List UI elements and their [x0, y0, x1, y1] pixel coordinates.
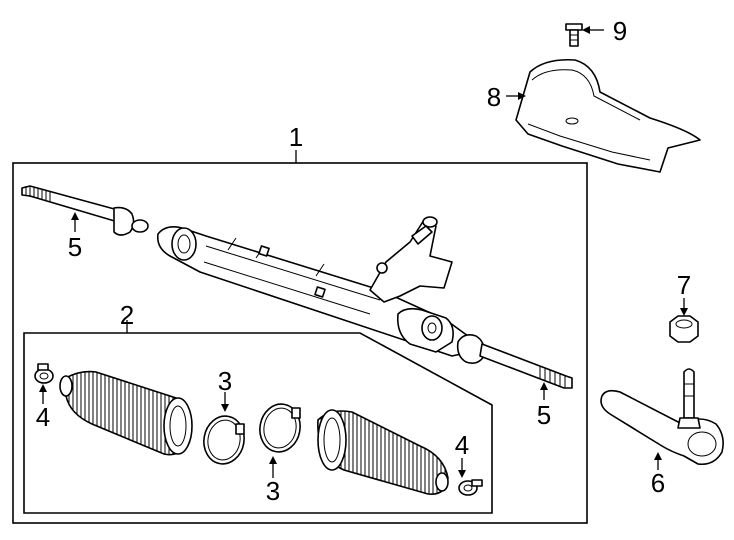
right-boot-clamp: [259, 403, 301, 453]
callout-1: 1: [289, 122, 303, 152]
bolt: [565, 23, 583, 47]
callout-3-upper: 3: [218, 366, 232, 396]
callout-4-right: 4: [455, 430, 469, 460]
callout-9: 9: [613, 16, 627, 46]
callout-5-right: 5: [537, 400, 551, 430]
callout-2: 2: [120, 300, 134, 330]
callout-8: 8: [487, 82, 501, 112]
boot-kit-box: [23, 332, 493, 514]
assembly-box: [12, 162, 588, 524]
right-inner-tie-rod: [456, 334, 573, 389]
callout-4-left: 4: [36, 402, 50, 432]
left-bellows-boot: [59, 370, 193, 456]
callout-5-left: 5: [68, 232, 82, 262]
left-inner-tie-rod: [21, 185, 149, 236]
callout-6: 6: [651, 468, 665, 498]
callout-7: 7: [677, 270, 691, 300]
left-small-clamp: [34, 363, 54, 384]
heat-shield: [515, 58, 701, 173]
outer-tie-rod-end: [600, 368, 724, 466]
right-small-clamp: [458, 479, 483, 496]
leader-lines: [39, 26, 688, 478]
left-boot-clamp: [203, 415, 245, 465]
steering-gear-housing: [156, 216, 471, 357]
nut: [669, 315, 699, 343]
callout-3-lower: 3: [266, 476, 280, 506]
right-bellows-boot: [317, 409, 449, 495]
